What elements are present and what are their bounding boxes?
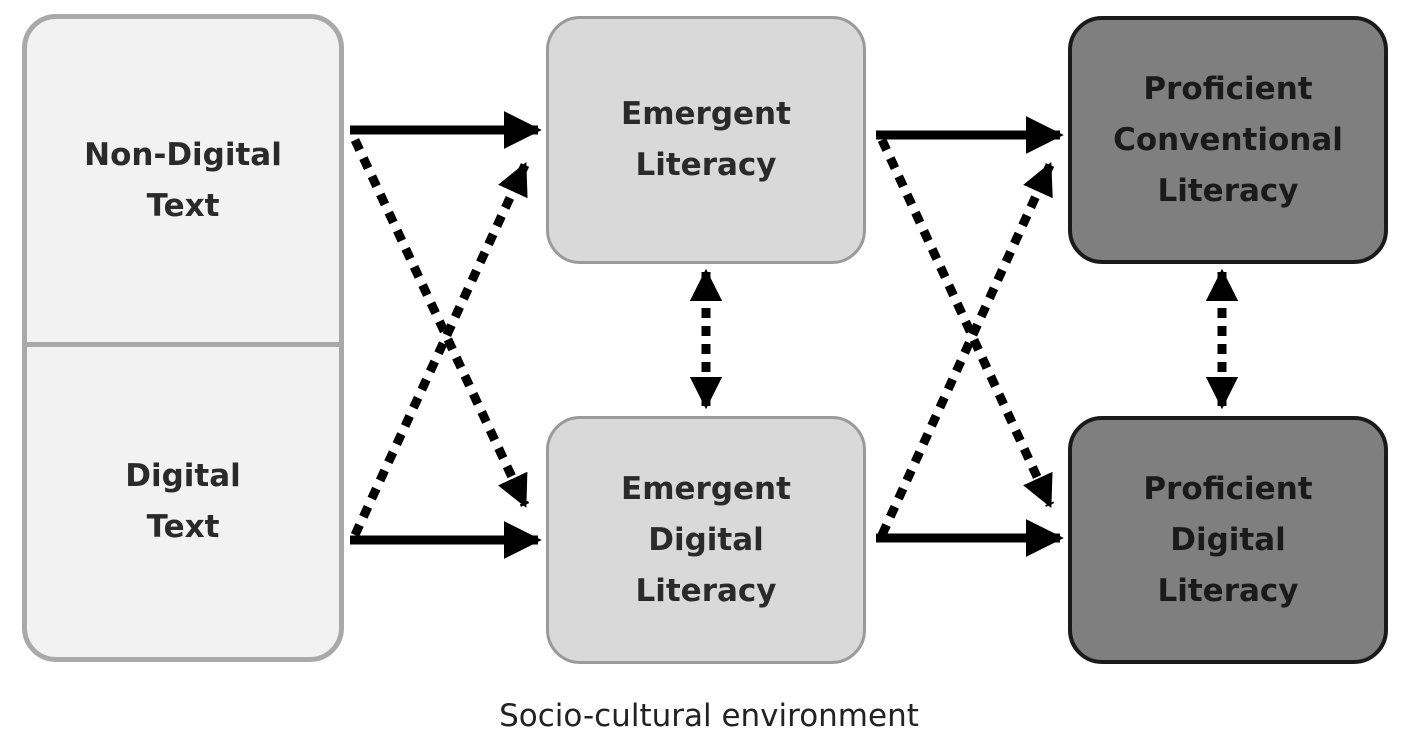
source-text-box: Non-Digital Text Digital Text [22, 14, 344, 662]
non-digital-label-line1: Non-Digital [84, 136, 282, 173]
proficient-conventional-line2: Conventional [1113, 121, 1343, 158]
digital-label-line2: Text [146, 509, 220, 545]
source-divider [27, 342, 339, 347]
proficient-digital-literacy-box: Proficient Digital Literacy [1068, 416, 1388, 664]
proficient-digital-line2: Digital [1170, 521, 1286, 558]
proficient-conventional-line1: Proficient [1143, 70, 1313, 107]
emergent-digital-line2: Digital [648, 521, 764, 558]
dotted-arrow-nondigital-to-emergent-digital [350, 138, 530, 508]
digital-label-line1: Digital [125, 458, 241, 494]
emergent-digital-line1: Emergent [621, 470, 791, 507]
proficient-digital-line1: Proficient [1143, 470, 1313, 507]
dotted-arrow-emergent-digital-to-proficient-conventional [877, 162, 1055, 537]
non-digital-label-line2: Text [146, 187, 220, 224]
socio-cultural-caption: Socio-cultural environment [499, 698, 919, 734]
dotted-arrow-emergent-to-proficient-digital [877, 138, 1055, 508]
emergent-literacy-line1: Emergent [621, 96, 791, 132]
proficient-conventional-line3: Literacy [1157, 172, 1299, 209]
digital-text-section: Digital Text [27, 347, 339, 657]
proficient-digital-line3: Literacy [1157, 572, 1299, 609]
dotted-arrow-digital-to-emergent-literacy [350, 162, 530, 537]
emergent-digital-literacy-box: Emergent Digital Literacy [546, 416, 866, 664]
emergent-literacy-box: Emergent Literacy [546, 16, 866, 264]
proficient-conventional-literacy-box: Proficient Conventional Literacy [1068, 16, 1388, 264]
emergent-literacy-line2: Literacy [635, 147, 777, 183]
emergent-digital-line3: Literacy [635, 572, 777, 609]
non-digital-text-section: Non-Digital Text [27, 19, 339, 342]
